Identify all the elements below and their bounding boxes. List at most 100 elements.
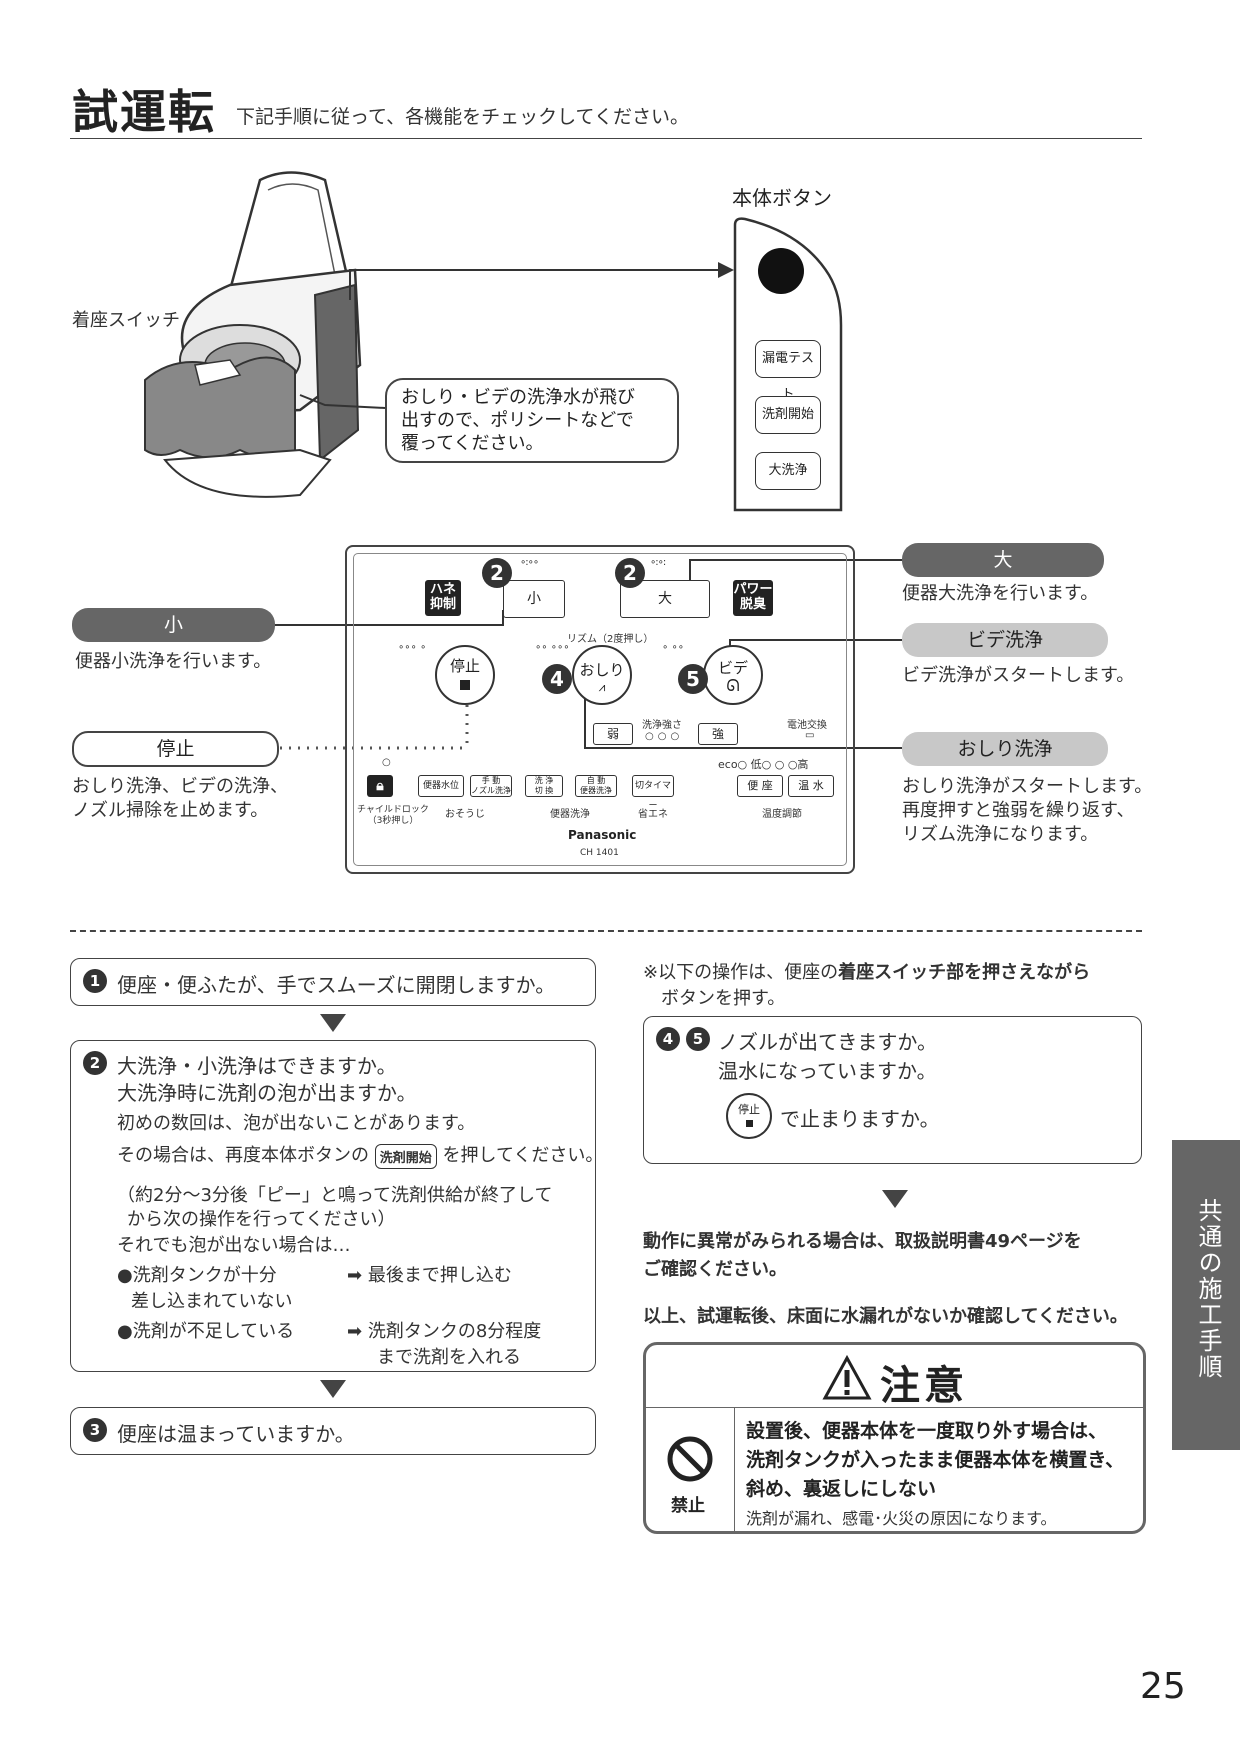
step2-line1: 大洗浄・小洗浄はできますか。 bbox=[117, 1054, 397, 1078]
caution-text: 設置後、便器本体を一度取り外す場合は、 洗剤タンクが入ったまま便器本体を横置き、… bbox=[746, 1417, 1124, 1504]
splash-note-callout: おしり・ビデの洗浄水が飛び 出すので、ポリシートなどで 覆ってください。 bbox=[385, 378, 679, 463]
temp-adjust-label: 温度調節 bbox=[762, 809, 802, 820]
braille-dots: ∘∘ ∘∘∘ bbox=[535, 642, 570, 653]
stop-button[interactable]: 停止 bbox=[435, 645, 495, 705]
step2-line6: から次の操作を行ってください） bbox=[127, 1209, 396, 1230]
case1-line: ●洗剤タンクが十分 bbox=[117, 1265, 277, 1286]
large-label-pill: 大 bbox=[902, 543, 1104, 577]
splash-note-line: 覆ってください。 bbox=[401, 433, 544, 454]
stop-button-icon: 停止 bbox=[726, 1093, 772, 1139]
manual-nozzle-clean-button[interactable]: 手 動 ノズル洗浄 bbox=[470, 775, 512, 797]
detergent-start-button[interactable]: 洗剤開始 bbox=[755, 396, 821, 434]
eco-indicator: eco○ 低○ ○ ○高 bbox=[718, 758, 809, 771]
case2-fix-line: まで洗剤を入れる bbox=[377, 1347, 521, 1368]
step-5-badge: 5 bbox=[678, 664, 708, 694]
case1-line: 差し込まれていない bbox=[131, 1291, 293, 1312]
step2-line4: その場合は、再度本体ボタンの 洗剤開始 を押してください。 bbox=[117, 1141, 603, 1169]
strength-indicator: ○○○ bbox=[645, 731, 684, 742]
step2-line4-pre: その場合は、再度本体ボタンの bbox=[117, 1145, 369, 1166]
large-flush-button[interactable]: 大洗浄 bbox=[755, 452, 821, 490]
title-divider bbox=[70, 138, 1142, 139]
power-label-line: 脱臭 bbox=[739, 597, 766, 612]
bidet-button-label: ビデ bbox=[717, 659, 748, 677]
step2-box: 2 大洗浄・小洗浄はできますか。 大洗浄時に洗剤の泡が出ますか。 初めの数回は、… bbox=[70, 1040, 603, 1372]
spray-icon: ⩘ bbox=[598, 680, 606, 694]
child-lock-line: （3秒押し） bbox=[367, 816, 419, 826]
stop-button-label: 停止 bbox=[449, 657, 480, 675]
final-check-note: 以上、試運転後、床面に水漏れがないか確認してください。 bbox=[643, 1306, 1128, 1327]
operation-note: ※以下の操作は、便座の着座スイッチ部を押さえながら ボタンを押す。 bbox=[643, 958, 1143, 1010]
caution-box: 注意 禁止 設置後、便器本体を一度取り外す場合は、 洗剤タンクが入ったまま便器本… bbox=[643, 1342, 1146, 1534]
main-unit-title: 本体ボタン bbox=[732, 186, 832, 210]
oshiri-desc-line: おしり洗浄がスタートします。 bbox=[902, 776, 1153, 797]
oshiri-wash-button[interactable]: おしり ⩘ bbox=[572, 645, 632, 705]
case1-fix-text: 最後まで押し込む bbox=[367, 1265, 512, 1286]
brand-logo: Panasonic bbox=[568, 828, 637, 842]
oshiri-button-label: おしり bbox=[579, 661, 625, 679]
bidet-wash-button[interactable]: ビデ ᘏ bbox=[703, 645, 763, 705]
braille-dots: ∘ ∘∘ bbox=[662, 642, 684, 653]
detergent-start-key-icon: 洗剤開始 bbox=[374, 1143, 437, 1169]
model-number: CH 1401 bbox=[580, 848, 619, 858]
arrow-down-icon bbox=[320, 1014, 346, 1032]
lock-icon[interactable]: 🔒︎ bbox=[367, 775, 393, 797]
leak-test-button[interactable]: 漏電テスト bbox=[755, 340, 821, 402]
caution-line: 斜め、裏返しにしない bbox=[746, 1478, 937, 1500]
child-lock-indicator: ○ bbox=[382, 757, 391, 768]
abnormal-line: ご確認ください。 bbox=[643, 1259, 787, 1280]
bowl-wash-label: 便器洗浄 bbox=[550, 809, 590, 820]
step45-line1: ノズルが出てきますか。 bbox=[718, 1030, 937, 1054]
step4-number: 4 bbox=[656, 1027, 680, 1051]
off-timer-button[interactable]: 切タイマー bbox=[632, 775, 674, 811]
step5-number: 5 bbox=[686, 1027, 710, 1051]
caution-line: 設置後、便器本体を一度取り外す場合は、 bbox=[746, 1420, 1108, 1442]
oshiri-desc-line: 再度押すと強弱を繰り返す、 bbox=[902, 800, 1135, 821]
case2-fix: ➡ 洗剤タンクの8分程度 まで洗剤を入れる bbox=[347, 1317, 541, 1369]
prohibit-label: 禁止 bbox=[671, 1496, 705, 1516]
hane-label-line: 抑制 bbox=[429, 597, 456, 612]
power-deodorize-button[interactable]: パワー 脱臭 bbox=[733, 580, 773, 616]
braille-dots: ∘:∘: bbox=[650, 557, 666, 568]
step2-line3: 初めの数回は、泡が出ないことがあります。 bbox=[117, 1113, 476, 1134]
arrow-right-icon: ➡ bbox=[347, 1265, 363, 1286]
prohibit-icon bbox=[667, 1436, 713, 1482]
caution-vdivider bbox=[734, 1407, 735, 1531]
bowl-water-level-button[interactable]: 便器水位 bbox=[418, 775, 464, 797]
small-label-pill: 小 bbox=[72, 608, 275, 642]
child-lock-line: チャイルドロック bbox=[357, 805, 429, 815]
manual-nozzle-line: ノズル洗浄 bbox=[471, 786, 511, 795]
step1-text: 便座・便ふたが、手でスムーズに開閉しますか。 bbox=[117, 973, 556, 997]
wash-switch-button[interactable]: 洗 浄 切 換 bbox=[525, 775, 563, 797]
weak-button[interactable]: 弱 bbox=[593, 723, 633, 745]
connector-lines bbox=[275, 262, 902, 750]
step45-box: 4 5 ノズルが出てきますか。 温水になっていますか。 停止 で止まりますか。 bbox=[643, 1016, 1142, 1164]
stop-square-icon bbox=[460, 680, 470, 690]
battery-label: 電池交換 bbox=[787, 720, 827, 731]
small-flush-button[interactable]: 小 bbox=[503, 580, 565, 618]
seat-switch-label: 着座スイッチ bbox=[72, 310, 180, 331]
manual-nozzle-line: 手 動 bbox=[481, 776, 501, 785]
water-temp-button[interactable]: 温 水 bbox=[788, 775, 834, 797]
splash-note-line: 出すので、ポリシートなどで bbox=[401, 410, 634, 431]
side-tab-label: 共通の施工手順 bbox=[1194, 1198, 1222, 1380]
hane-suppress-button[interactable]: ハネ 抑制 bbox=[425, 580, 461, 616]
case1-cause: ●洗剤タンクが十分 差し込まれていない bbox=[117, 1261, 292, 1313]
stop-label-pill: 停止 bbox=[72, 731, 279, 767]
case2-fix-line: 洗剤タンクの8分程度 bbox=[367, 1321, 542, 1342]
bidet-icon: ᘏ bbox=[726, 676, 740, 695]
auto-bowl-wash-button[interactable]: 自 動 便器洗浄 bbox=[575, 775, 617, 797]
remote-control bbox=[345, 545, 855, 874]
wash-switch-line: 洗 浄 bbox=[534, 776, 554, 785]
step3-box: 3 便座は温まっていますか。 bbox=[70, 1407, 596, 1455]
main-unit-round-button bbox=[758, 248, 804, 294]
seat-temp-button[interactable]: 便 座 bbox=[737, 775, 783, 797]
step2-number: 2 bbox=[83, 1051, 107, 1075]
hane-label-line: ハネ bbox=[429, 582, 456, 597]
strength-label: 洗浄強さ bbox=[642, 720, 682, 731]
remote-frame bbox=[353, 553, 847, 866]
stop-square-icon bbox=[745, 1120, 753, 1127]
strong-button[interactable]: 強 bbox=[698, 723, 738, 745]
battery-icon: ▭ bbox=[805, 730, 815, 741]
clean-label: おそうじ bbox=[445, 809, 485, 820]
section-divider bbox=[70, 930, 1142, 932]
